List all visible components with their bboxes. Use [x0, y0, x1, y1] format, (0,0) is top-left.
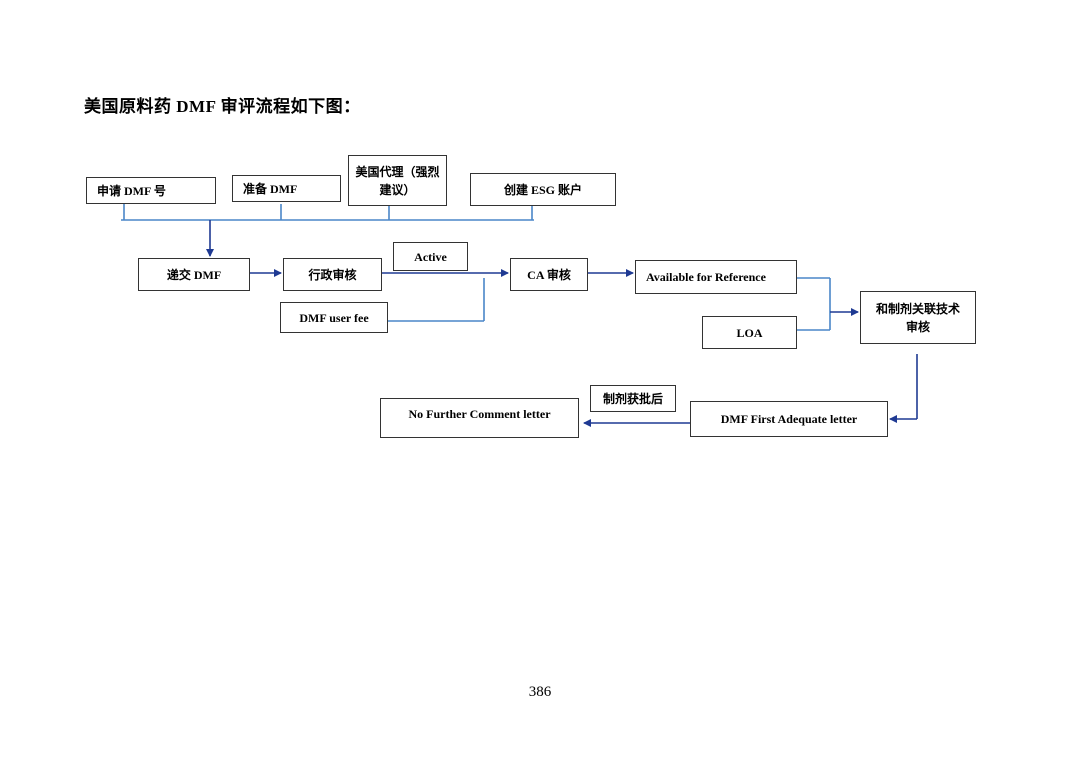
node-admin-review: 行政审核 [283, 258, 382, 291]
node-us-agent: 美国代理（强烈建议） [348, 155, 447, 206]
page-number: 386 [528, 684, 552, 700]
page-heading: 美国原料药 DMF 审评流程如下图： [84, 97, 361, 116]
node-ca-review: CA 审核 [510, 258, 588, 291]
node-technical-review: 和制剂关联技术审核 [860, 291, 976, 344]
node-apply-dmf-number: 申请 DMF 号 [86, 177, 216, 204]
node-after-approval: 制剂获批后 [590, 385, 676, 412]
node-prepare-dmf: 准备 DMF [232, 175, 341, 202]
node-dmf-user-fee: DMF user fee [280, 302, 388, 333]
node-loa: LOA [702, 316, 797, 349]
node-create-esg: 创建 ESG 账户 [470, 173, 616, 206]
node-active: Active [393, 242, 468, 271]
node-no-further-comment: No Further Comment letter [380, 398, 579, 438]
node-dmf-first-adequate: DMF First Adequate letter [690, 401, 888, 437]
node-submit-dmf: 递交 DMF [138, 258, 250, 291]
node-available-for-reference: Available for Reference [635, 260, 797, 294]
